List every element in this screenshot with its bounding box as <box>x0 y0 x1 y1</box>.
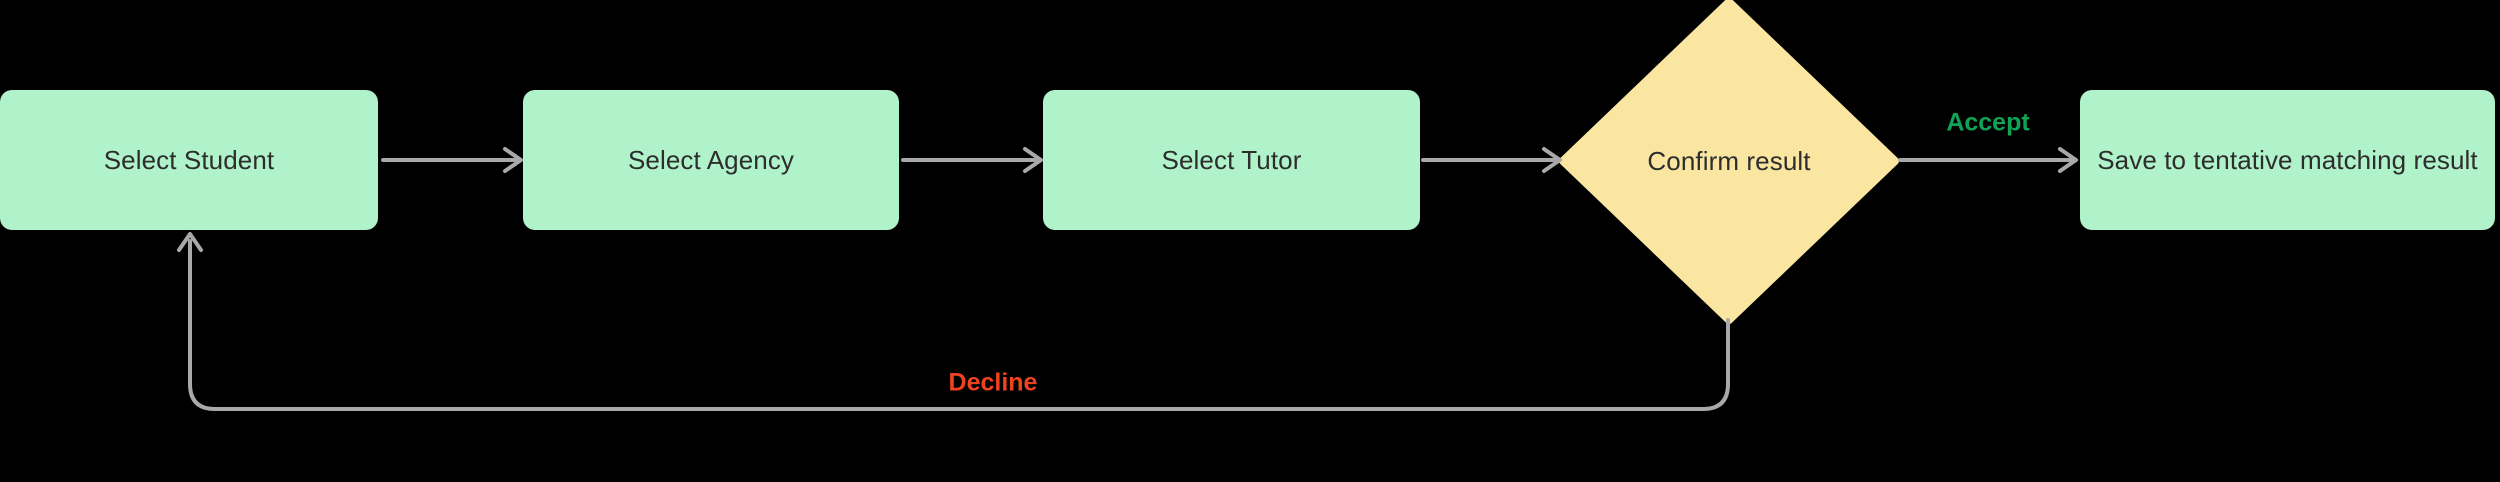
node-select-student[interactable]: Select Student <box>0 90 378 230</box>
edge-tutor-to-confirm-arrowhead-icon <box>1542 147 1562 173</box>
node-select-tutor[interactable]: Select Tutor <box>1043 90 1420 230</box>
node-label: Select Tutor <box>1161 144 1302 175</box>
node-confirm-result[interactable]: Confirm result <box>1563 2 1895 320</box>
node-save-result[interactable]: Save to tentative matching result <box>2080 90 2495 230</box>
edge-confirm-to-save-arrowhead-icon <box>2058 147 2078 173</box>
node-label: Select Student <box>103 144 275 175</box>
node-label: Select Agency <box>627 144 795 175</box>
node-label: Save to tentative matching result <box>2097 144 2478 175</box>
node-select-agency[interactable]: Select Agency <box>523 90 899 230</box>
edge-decline-loop-arrowhead-icon <box>177 232 203 252</box>
edge-decline-loop[interactable] <box>188 239 1730 411</box>
edge-student-to-agency-arrowhead-icon <box>503 147 523 173</box>
edge-agency-to-tutor-arrowhead-icon <box>1023 147 1043 173</box>
node-label: Confirm result <box>1647 145 1811 176</box>
edge-label-accept[interactable]: Accept <box>1946 108 2030 137</box>
edge-label-decline[interactable]: Decline <box>948 368 1038 397</box>
